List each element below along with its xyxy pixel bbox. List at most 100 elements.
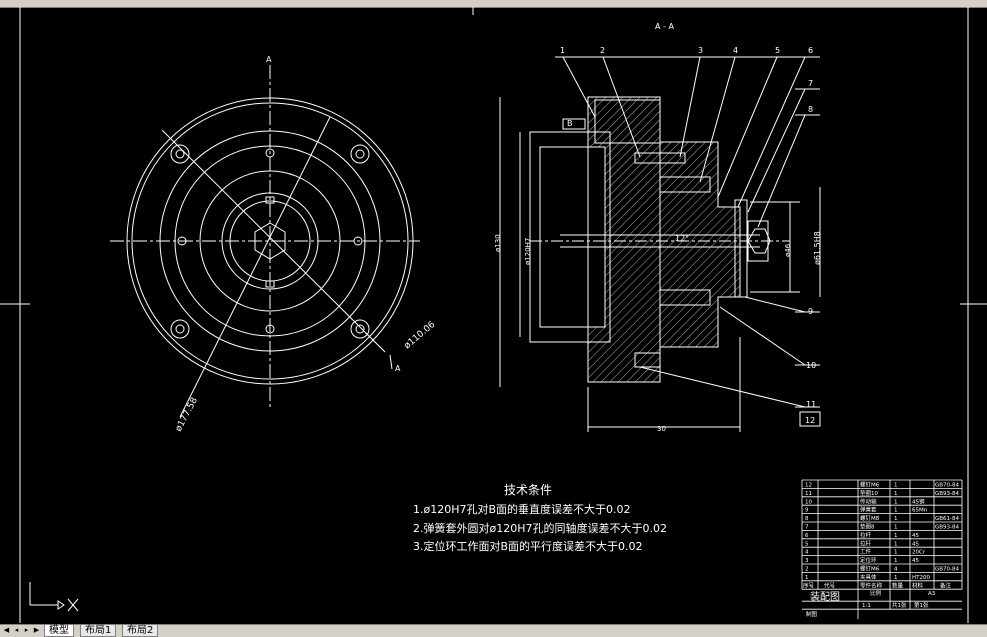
bom-cell-note: GB70-84 <box>935 483 960 489</box>
view-marker-top: A <box>266 55 272 64</box>
toolbar-strip <box>0 0 987 8</box>
tab-next-icon[interactable]: ▸ <box>24 626 29 634</box>
bom-cell-no: 5 <box>805 541 809 547</box>
bom-cell-name: 螺钉M8 <box>860 514 880 522</box>
bom-cell-name: 螺钉M6 <box>860 565 880 573</box>
bom-cell-name: 拉杆 <box>860 539 872 547</box>
bom-cell-no: 3 <box>805 558 809 564</box>
bom-cell-no: 2 <box>805 567 809 573</box>
bom-cell-qty: 1 <box>894 483 898 489</box>
title-block-sheet-size: A3 <box>928 591 936 597</box>
bom-cell-qty: 1 <box>894 525 898 531</box>
drawing-canvas[interactable]: A A ø110.06 ø177.58 <box>0 7 987 624</box>
bom-cell-qty: 4 <box>894 567 898 573</box>
tab-prev-icon[interactable]: ◂ <box>14 626 19 634</box>
technical-notes: 技术条件 1.ø120H7孔对B面的垂直度误差不大于0.02 2.弹簧套外圆对ø… <box>413 483 667 553</box>
title-block-drawn: 制图 <box>806 610 818 618</box>
dim-fit: ø61.5H8 <box>813 231 822 265</box>
bom-cell-note: GB93-84 <box>935 525 960 531</box>
dim-outer-diameter: ø177.58 <box>174 396 200 434</box>
dim-pcd: ø110.06 <box>403 320 438 352</box>
bom-cell-material: HT200 <box>912 575 930 581</box>
bom-cell-material: 45 <box>912 533 919 539</box>
bom-cell-no: 6 <box>805 533 809 539</box>
bom-cell-no: 1 <box>805 575 809 581</box>
bom-cell-note: GB61-84 <box>935 516 960 522</box>
bom-cell-no: 4 <box>805 550 809 556</box>
bom-cell-name: 夹具体 <box>860 573 877 581</box>
bom-cell-name: 传动轴 <box>860 497 877 505</box>
bom-cell-no: 8 <box>805 516 809 522</box>
bom-cell-name: 垫圈10 <box>860 489 878 497</box>
notes-title: 技术条件 <box>504 483 552 497</box>
balloon-7: 7 <box>808 79 813 88</box>
front-view-labels: A A ø110.06 ø177.58 <box>174 55 438 433</box>
note-line-3: 3.定位环工作面对B面的平行度误差不大于0.02 <box>413 539 643 553</box>
bom-cell-qty: 1 <box>894 533 898 539</box>
bom-cell-qty: 1 <box>894 558 898 564</box>
bom-cell-name: 弹簧套 <box>860 506 877 514</box>
title-block-name: 装配图 <box>810 590 840 603</box>
bom-cell-qty: 1 <box>894 516 898 522</box>
bom-header-material: 材料 <box>912 581 924 589</box>
bom-cell-material: 45 <box>912 541 919 547</box>
bom-cell-qty: 1 <box>894 491 898 497</box>
bom-header-name: 零件名称 <box>860 581 883 589</box>
title-block-sheet-no: 第1张 <box>914 601 929 609</box>
bom-cell-no: 7 <box>805 525 809 531</box>
bom-cell-no: 10 <box>805 499 812 505</box>
dim-h7: ø120H7 <box>524 238 532 265</box>
tab-layout1[interactable]: 布局1 <box>80 625 117 637</box>
tab-first-icon[interactable]: ◀ <box>3 626 10 634</box>
bom-cell-qty: 1 <box>894 508 898 514</box>
title-block-scale: 1:1 <box>862 603 871 609</box>
balloon-9: 9 <box>808 307 813 316</box>
note-line-2: 2.弹簧套外圆对ø120H7孔的同轴度误差不大于0.02 <box>413 521 667 535</box>
section-label: A - A <box>655 22 674 31</box>
bom-cell-material: 65Mn <box>912 508 928 514</box>
bom-cell-material: 45钢 <box>912 497 925 505</box>
bom-cell-name: 螺钉M6 <box>860 481 880 489</box>
bom-cell-name: 工件 <box>860 548 872 556</box>
dim-width: 30 <box>657 425 666 433</box>
bom-cell-name: 垫圈8 <box>860 523 875 531</box>
balloon-2: 2 <box>600 46 605 55</box>
view-marker-bottom: A <box>395 364 401 373</box>
bom-cell-no: 12 <box>805 483 812 489</box>
bom-cell-qty: 1 <box>894 499 898 505</box>
bom-header-no: 序号 <box>803 581 815 589</box>
bom-header-qty: 数量 <box>892 581 904 589</box>
balloon-12: 12 <box>805 416 815 425</box>
bom-cell-note: GB70-84 <box>935 567 960 573</box>
front-view <box>110 65 420 418</box>
balloon-11: 11 <box>806 400 816 409</box>
tab-model[interactable]: 模型 <box>44 625 74 637</box>
balloon-8: 8 <box>808 105 813 114</box>
title-block-scale-label: 比例 <box>870 589 882 597</box>
section-view-labels: A - A B ø130 ø120H7 ø46 ø61.5H8 30 12° 1… <box>494 22 822 433</box>
balloon-6: 6 <box>808 46 813 55</box>
bom-cell-no: 11 <box>805 491 812 497</box>
bom-cell-no: 9 <box>805 508 809 514</box>
bom-cell-qty: 1 <box>894 575 898 581</box>
bom-cell-name: 定位环 <box>860 556 877 564</box>
balloon-1: 1 <box>560 46 565 55</box>
tab-layout2[interactable]: 布局2 <box>122 625 159 637</box>
balloon-4: 4 <box>733 46 738 55</box>
surface-label-b: B <box>567 119 573 128</box>
bom-cell-material: 45 <box>912 558 919 564</box>
bom-header-code: 代号 <box>824 581 836 589</box>
part-balloons: 1 2 3 4 5 6 7 8 9 10 11 12 <box>560 46 816 425</box>
title-block-sheets: 共1张 <box>892 601 907 609</box>
layout-tab-bar: ◀ ◂ ▸ ▶ 模型 布局1 布局2 <box>0 624 987 637</box>
dim-slot: ø46 <box>784 243 792 257</box>
tab-last-icon[interactable]: ▶ <box>33 626 40 634</box>
note-line-1: 1.ø120H7孔对B面的垂直度误差不大于0.02 <box>413 502 631 516</box>
bom-cell-name: 拉杆 <box>860 531 872 539</box>
drawing-frame <box>0 7 987 623</box>
bom-cell-note: GB93-84 <box>935 491 960 497</box>
bom-header-note: 备注 <box>940 581 952 589</box>
bom-cell-material: 20Cr <box>912 550 926 556</box>
balloon-3: 3 <box>698 46 703 55</box>
